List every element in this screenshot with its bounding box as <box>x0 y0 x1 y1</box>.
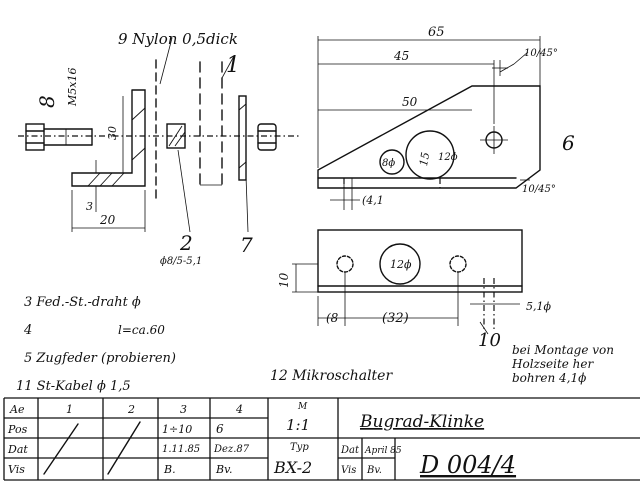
part-6-side-view <box>317 36 541 210</box>
label-part-1: 1 <box>226 53 240 78</box>
label-part-6: 6 <box>562 131 575 155</box>
tb-vis-label: Vis <box>341 465 356 476</box>
note-10-line-1: bei Montage von <box>512 343 614 357</box>
drawing-title: Bugrad-Klinke <box>359 412 484 432</box>
label-part-2: 2 <box>179 231 193 255</box>
tb-row-ae: Ae <box>9 403 25 416</box>
tb-dat-4: Dez.87 <box>213 444 250 455</box>
label-part-12: 12 Mikroschalter <box>270 368 393 384</box>
tb-vis-4: Bv. <box>215 463 233 476</box>
tb-typ-label: Typ <box>290 442 309 453</box>
exploded-assembly-view <box>18 37 300 233</box>
tb-col-2: 2 <box>127 403 135 416</box>
label-screw-size: M5x16 <box>66 68 79 107</box>
tb-row-pos: Pos <box>7 423 28 436</box>
dim-20: 20 <box>99 213 116 227</box>
tb-dat-3: 1.11.85 <box>162 444 200 455</box>
tb-col-4: 4 <box>235 403 243 416</box>
dim-50: 50 <box>402 95 418 109</box>
note-10-line-3: bohren 4,1ϕ <box>512 371 586 385</box>
tb-dat-label: Dat <box>340 445 360 456</box>
dim-15: 15 <box>417 151 432 167</box>
dim-hole-12b: 12ϕ <box>390 258 412 271</box>
tb-scale: 1:1 <box>286 416 310 434</box>
title-block <box>3 397 640 481</box>
label-part-8: 8 <box>35 95 59 108</box>
label-part-7: 7 <box>240 233 253 257</box>
tb-row-dat: Dat <box>7 443 28 456</box>
tb-pos-4: 6 <box>216 422 224 436</box>
dim-4-1: (4,1 <box>362 194 384 207</box>
tb-col-1: 1 <box>66 403 73 416</box>
dim-45: 45 <box>393 49 409 63</box>
dim-8: (8 <box>326 311 339 325</box>
dim-10: 10 <box>277 272 291 288</box>
label-part-10: 10 <box>478 330 501 351</box>
parts-list-item-3: 3 Fed.-St.-draht ϕ <box>24 295 141 310</box>
tb-col-3: 3 <box>180 403 187 416</box>
dim-chamfer-top: 10/45° <box>524 48 558 59</box>
parts-list-item-11: 11 St-Kabel ϕ 1,5 <box>16 379 131 394</box>
tb-pos-3: 1÷10 <box>162 423 192 436</box>
note-10-line-2: Holzseite her <box>511 357 595 371</box>
dim-32: (32) <box>382 311 409 326</box>
tb-typ: BX-2 <box>273 458 312 477</box>
parts-list-item-4-length: l=ca.60 <box>118 323 165 337</box>
tb-vis-value: Bv. <box>366 465 382 476</box>
part-6-plan-view <box>292 229 523 335</box>
drawing-number: D 004/4 <box>419 451 516 479</box>
parts-list-item-5: 5 Zugfeder (probieren) <box>24 351 176 366</box>
dim-chamfer-bottom: 10/45° <box>522 184 556 195</box>
label-dia-2: ϕ8/5-5,1 <box>160 256 202 267</box>
dim-hole-12: 12ϕ <box>438 152 458 163</box>
parts-list-item-4: 4 <box>23 323 32 338</box>
tb-row-vis: Vis <box>8 463 25 476</box>
dim-3: 3 <box>86 200 93 213</box>
dim-5-1: 5,1ϕ <box>526 300 551 313</box>
dim-30: 30 <box>106 126 119 140</box>
label-nylon: 9 Nylon 0,5dick <box>118 30 238 48</box>
tb-vis-3: B. <box>163 463 176 476</box>
dim-hole-8: 8ϕ <box>382 158 395 169</box>
dim-65: 65 <box>428 25 445 40</box>
tb-m-label: M <box>297 402 308 412</box>
tb-dat-value: April 85 <box>364 446 402 456</box>
